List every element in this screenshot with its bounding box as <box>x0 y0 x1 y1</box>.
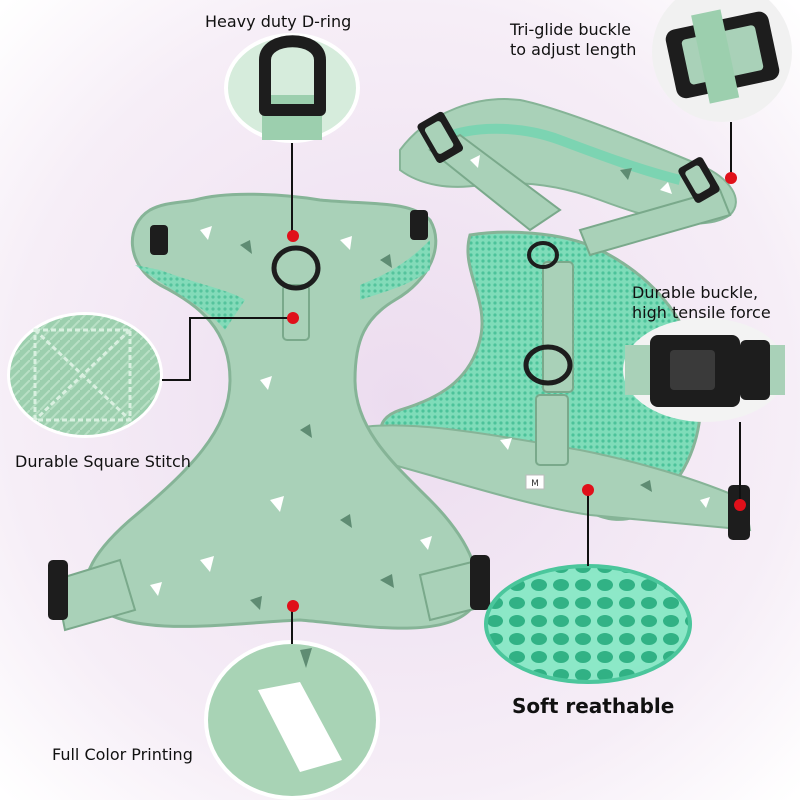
marker-mesh <box>582 484 594 496</box>
size-tag: M <box>531 479 539 489</box>
mesh-detail <box>484 564 692 684</box>
tri-glide-label-line2: to adjust length <box>510 40 637 59</box>
buckle-detail <box>623 318 787 422</box>
marker-buckle <box>734 499 746 511</box>
marker-stitch <box>287 312 299 324</box>
buckle-label: Durable buckle, high tensile force <box>632 283 771 323</box>
marker-printing <box>287 600 299 612</box>
callout-leaders <box>162 122 746 644</box>
buckle-label-line1: Durable buckle, <box>632 283 759 302</box>
mesh-label: Soft reathable <box>512 694 675 718</box>
buckle-label-line2: high tensile force <box>632 303 771 322</box>
printing-detail <box>204 640 380 800</box>
printing-label: Full Color Printing <box>52 745 193 764</box>
stitch-detail <box>7 312 163 438</box>
tri-glide-detail <box>652 0 792 122</box>
tri-glide-label: Tri-glide buckle to adjust length <box>510 20 636 60</box>
d-ring-detail <box>224 33 360 143</box>
marker-d-ring <box>287 230 299 242</box>
tri-glide-label-line1: Tri-glide buckle <box>510 20 631 39</box>
harness-front-view <box>48 192 492 632</box>
d-ring-label: Heavy duty D-ring <box>205 12 352 31</box>
harness-back-view: M <box>345 98 752 540</box>
marker-tri-glide <box>725 172 737 184</box>
stitch-label: Durable Square Stitch <box>15 452 191 471</box>
